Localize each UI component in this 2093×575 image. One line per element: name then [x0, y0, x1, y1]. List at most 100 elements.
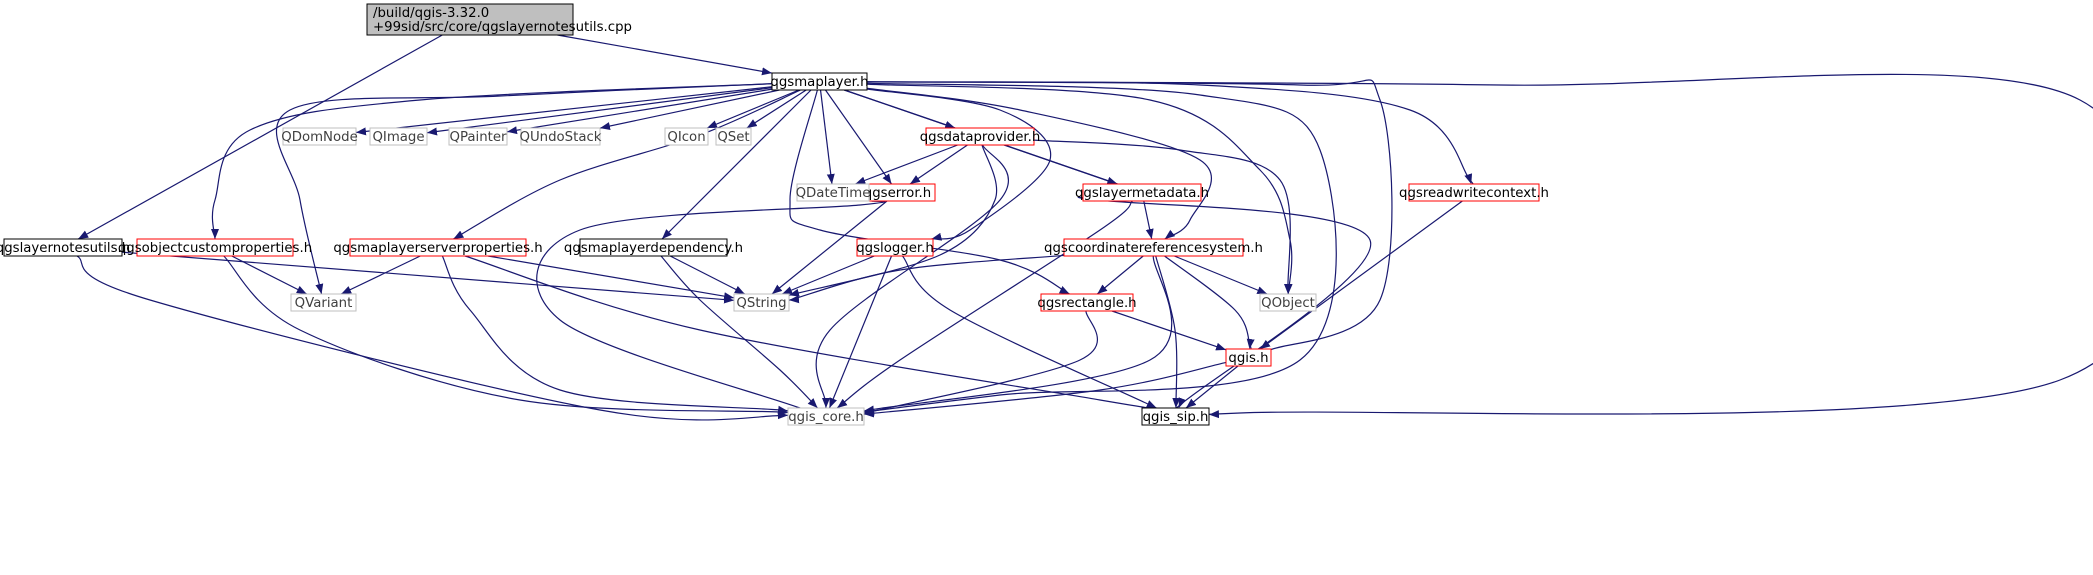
edge-qgsreadwritecontext-to-qgis [1259, 200, 1463, 350]
node-QObject[interactable]: QObject [1259, 293, 1317, 312]
edge-qgsmaplayerserverproperties-to-QVariant [340, 255, 421, 295]
node-label-QSet: QSet [717, 130, 749, 145]
edge-qgsmaplayer-to-qgsrectangle [789, 89, 1070, 295]
node-QVariant[interactable]: QVariant [290, 293, 357, 312]
node-box-qgslayernotesutils [3, 238, 123, 257]
node-box-QUndoStack [520, 127, 601, 146]
edge-qgsmaplayer-to-qgscoordinatereferencesystem [866, 87, 1213, 240]
node-label-qgslogger: qgslogger.h [856, 241, 934, 256]
edge-qgsmaplayer-to-qgserror [824, 89, 893, 185]
edge-qgsmaplayer-to-qgsobjectcustomproperties [210, 83, 773, 240]
edge-root-to-qgsmaplayer [557, 34, 773, 76]
node-label-QDateTime: QDateTime [796, 186, 871, 201]
edge-qgserror-to-QString [771, 200, 888, 295]
edge-qgsmaplayer-to-QVariant [276, 83, 773, 295]
node-qgsmaplayerdependency[interactable]: qgsmaplayerdependency.h [564, 238, 743, 257]
edge-qgslayermetadata-to-qgscoordinatereferencesystem [1143, 200, 1154, 240]
edge-qgsmaplayer-to-QPainter [506, 88, 773, 135]
edge-qgsdataprovider-to-qgis_core [815, 144, 1009, 413]
node-box-qgsreadwritecontext [1408, 183, 1540, 202]
node-QPainter[interactable]: QPainter [448, 127, 508, 146]
node-label-qgis: qgis.h [1228, 351, 1268, 366]
node-box-qgsmaplayerdependency [579, 238, 728, 257]
node-QDomNode[interactable]: QDomNode [281, 127, 358, 146]
edge-qgsmaplayer-to-QUndoStack [599, 89, 780, 130]
node-label-root-line2: +99sid/src/core/qgslayernotesutils.cpp [373, 20, 632, 35]
node-label-qgserror: qgserror.h [864, 186, 931, 201]
node-box-QSet [715, 127, 752, 146]
node-label-root-line1: /build/qgis-3.32.0 [373, 6, 489, 21]
edge-qgis-to-qgis_sip [1185, 365, 1239, 409]
node-box-qgis [1225, 348, 1272, 367]
node-box-QDomNode [282, 127, 357, 146]
node-label-QUndoStack: QUndoStack [519, 130, 601, 145]
edge-qgsmaplayer-to-QImage [426, 87, 773, 136]
node-label-qgsdataprovider: qgsdataprovider.h [920, 130, 1041, 145]
node-label-qgsmaplayerdependency: qgsmaplayerdependency.h [564, 241, 743, 256]
node-qgsreadwritecontext[interactable]: qgsreadwritecontext.h [1399, 183, 1549, 202]
node-label-qgsobjectcustomproperties: qgsobjectcustomproperties.h [118, 241, 312, 256]
edge-qgsmaplayer-to-qgis_sip [866, 73, 2093, 419]
node-box-QVariant [290, 293, 357, 312]
graph-edges [76, 34, 2093, 421]
edge-qgsmaplayerdependency-to-qgis_core [660, 255, 819, 409]
graph-nodes: /build/qgis-3.32.0+99sid/src/core/qgslay… [0, 3, 1549, 426]
node-qgsmaplayer[interactable]: qgsmaplayer.h [770, 72, 869, 91]
node-label-qgsmaplayer: qgsmaplayer.h [770, 75, 868, 90]
edge-qgsdataprovider-to-QObject [1033, 139, 1293, 301]
node-qgis[interactable]: qgis.h [1225, 348, 1272, 367]
node-root[interactable]: /build/qgis-3.32.0+99sid/src/core/qgslay… [366, 3, 632, 36]
edge-qgsmaplayer-to-QSet [746, 89, 807, 129]
node-box-qgscoordinatereferencesystem [1063, 238, 1244, 257]
node-qgslayermetadata[interactable]: qgslayermetadata.h [1075, 183, 1209, 202]
edge-qgsdataprovider-to-qgserror [909, 144, 968, 185]
node-label-qgis_core: qgis_core.h [788, 410, 864, 425]
node-qgis_core[interactable]: qgis_core.h [787, 407, 865, 426]
node-box-qgis_core [787, 407, 865, 426]
edge-qgsmaplayer-to-qgsmaplayerdependency [661, 89, 812, 240]
node-qgsrectangle[interactable]: qgsrectangle.h [1037, 293, 1137, 312]
node-qgslogger[interactable]: qgslogger.h [856, 238, 934, 257]
node-QSet[interactable]: QSet [715, 127, 752, 146]
node-qgslayernotesutils[interactable]: qgslayernotesutils.h [0, 238, 130, 257]
node-box-QIcon [664, 127, 709, 146]
edge-qgsdataprovider-to-QString [778, 144, 998, 299]
edge-qgscoordinatereferencesystem-to-QString [780, 254, 1065, 304]
node-label-QImage: QImage [372, 130, 424, 145]
edge-qgsmaplayerserverproperties-to-QString [487, 255, 735, 301]
edge-qgsmaplayer-to-qgis_core [863, 82, 1337, 415]
node-qgsobjectcustomproperties[interactable]: qgsobjectcustomproperties.h [118, 238, 312, 257]
node-box-qgsmaplayerserverproperties [349, 238, 527, 257]
node-label-QDomNode: QDomNode [281, 130, 358, 145]
node-box-QDateTime [796, 183, 870, 202]
node-QUndoStack[interactable]: QUndoStack [519, 127, 602, 146]
node-qgsdataprovider[interactable]: qgsdataprovider.h [920, 127, 1041, 146]
node-label-qgis_sip: qgis_sip.h [1143, 410, 1209, 425]
node-label-QString: QString [736, 296, 786, 311]
node-qgscoordinatereferencesystem[interactable]: qgscoordinatereferencesystem.h [1044, 238, 1263, 257]
edge-qgslogger-to-QString [781, 255, 875, 295]
edge-qgsmaplayerserverproperties-to-qgis_sip [464, 255, 1178, 419]
node-label-QPainter: QPainter [449, 130, 507, 145]
node-box-qgslogger [856, 238, 934, 257]
node-qgis_sip[interactable]: qgis_sip.h [1141, 407, 1210, 426]
node-label-qgsreadwritecontext: qgsreadwritecontext.h [1399, 186, 1549, 201]
node-box-qgsrectangle [1040, 293, 1134, 312]
node-box-qgsobjectcustomproperties [136, 238, 294, 257]
edge-qgsmaplayer-to-qgslogger [866, 88, 1052, 241]
node-QIcon[interactable]: QIcon [664, 127, 709, 146]
edge-root-to-qgslayernotesutils [77, 34, 443, 240]
edge-qgsrectangle-to-qgis_core [852, 310, 1098, 417]
node-box-qgsmaplayer [771, 72, 868, 91]
node-qgserror[interactable]: qgserror.h [859, 183, 936, 202]
node-QString[interactable]: QString [733, 293, 790, 312]
edge-qgsmaplayer-to-QDomNode [355, 86, 773, 136]
node-qgsmaplayerserverproperties[interactable]: qgsmaplayerserverproperties.h [333, 238, 543, 257]
node-label-QVariant: QVariant [295, 296, 353, 311]
edge-qgsmaplayerdependency-to-QString [669, 255, 746, 295]
edge-qgsobjectcustomproperties-to-QVariant [231, 255, 308, 295]
node-QDateTime[interactable]: QDateTime [796, 183, 871, 202]
node-box-qgslayermetadata [1082, 183, 1202, 202]
node-QImage[interactable]: QImage [369, 127, 428, 146]
edge-qgscoordinatereferencesystem-to-qgsrectangle [1096, 255, 1144, 295]
